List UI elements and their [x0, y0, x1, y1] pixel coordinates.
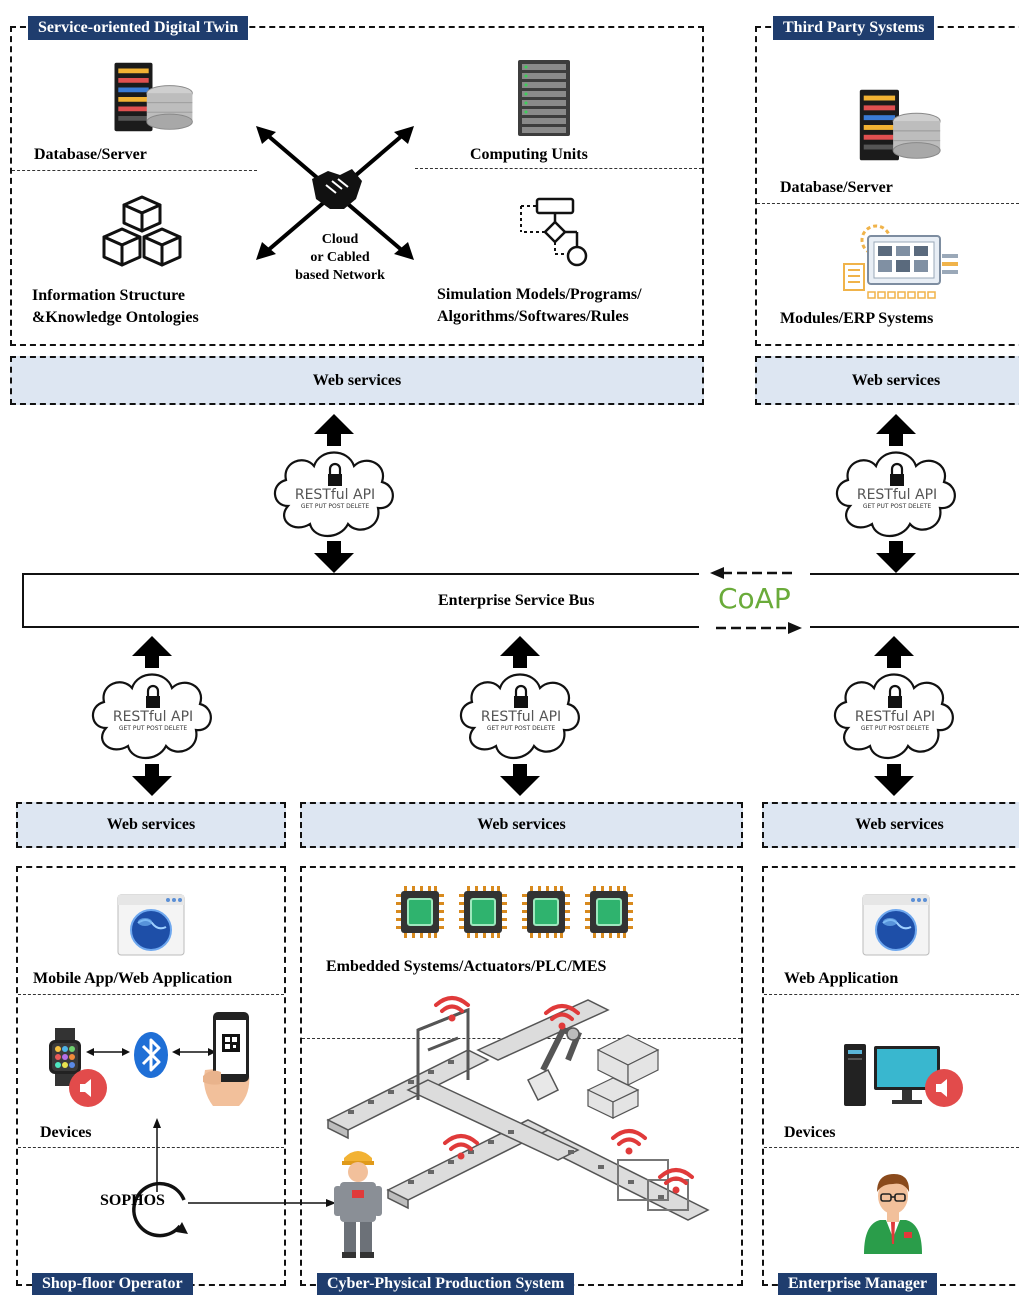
restful-api-label-manager: RESTful API [854, 709, 936, 725]
microchip-icon-1 [390, 882, 450, 942]
network-label-line2: or Cabled [310, 250, 370, 265]
arrow-down-twin [314, 541, 354, 573]
third-party-database-icon [850, 85, 948, 165]
modules-erp-label: Modules/ERP Systems [780, 310, 934, 327]
cpps-web-services: Web services [300, 802, 743, 848]
simulation-label-2: Algorithms/Softwares/Rules [437, 308, 629, 325]
network-label: Cloud or Cabled based Network [280, 231, 400, 285]
erp-modules-icon [843, 224, 958, 299]
manager-divider-1 [764, 994, 1019, 995]
bluetooth-icon [134, 1032, 168, 1078]
operator-app-label: Mobile App/Web Application [33, 970, 233, 987]
operator-worker-icon [334, 1151, 382, 1258]
arrow-up-twin [314, 414, 354, 446]
arrow-down-third [876, 541, 916, 573]
speaker-icon-manager [924, 1068, 964, 1108]
sophos-link-arrows [153, 1118, 336, 1207]
manager-divider-2 [764, 1147, 1019, 1148]
restful-methods-twin: GET PUT POST DELETE [300, 503, 370, 510]
bluetooth-phone-link-arrow [172, 1048, 216, 1056]
microchip-icon-2 [453, 882, 513, 942]
cpps-title: Cyber-Physical Production System [317, 1273, 575, 1295]
computing-units-label: Computing Units [470, 146, 588, 163]
wifi-icon-4 [609, 1128, 649, 1156]
arrow-up-manager [874, 636, 914, 668]
arrow-down-operator [132, 764, 172, 796]
manager-avatar-icon [864, 1174, 922, 1254]
twin-database-label: Database/Server [34, 146, 147, 163]
info-structure-label-2: &Knowledge Ontologies [32, 309, 199, 326]
wifi-icon-1 [432, 995, 472, 1023]
restful-methods-operator: GET PUT POST DELETE [118, 725, 188, 732]
third-party-divider [757, 203, 1019, 204]
watch-bluetooth-link-arrow [86, 1048, 130, 1056]
simulation-label-1: Simulation Models/Programs/ [437, 286, 642, 303]
cubes-icon [102, 195, 182, 267]
flowchart-icon [520, 197, 588, 267]
operator-divider-1 [18, 994, 284, 995]
operator-title: Shop-floor Operator [32, 1273, 193, 1295]
enterprise-service-bus-right [810, 573, 1019, 628]
third-party-web-services: Web services [755, 356, 1019, 405]
speaker-icon-operator [68, 1068, 108, 1108]
restful-api-label-third: RESTful API [856, 487, 938, 503]
twin-divider-right [415, 168, 702, 169]
manager-web-app-globe-icon [861, 893, 931, 957]
database-server-icon [105, 58, 200, 136]
phone-in-hand-icon [203, 1012, 250, 1106]
manager-web-services: Web services [762, 802, 1019, 848]
restful-api-label-cpps: RESTful API [480, 709, 562, 725]
third-party-database-label: Database/Server [780, 179, 893, 196]
info-structure-label-1: Information Structure [32, 287, 186, 304]
arrow-down-cpps [500, 764, 540, 796]
wifi-icon-2 [542, 1003, 582, 1031]
manager-title: Enterprise Manager [778, 1273, 938, 1295]
microchip-icon-3 [516, 882, 576, 942]
coap-label: CoAP [718, 582, 791, 615]
network-label-line1: Cloud [321, 232, 359, 247]
digital-twin-title: Service-oriented Digital Twin [28, 16, 249, 40]
sophos-label: SOPHOS [100, 1192, 165, 1209]
twin-divider-left [12, 170, 257, 171]
digital-twin-panel [10, 26, 704, 346]
network-label-line3: based Network [295, 268, 385, 283]
restful-methods-manager: GET PUT POST DELETE [860, 725, 930, 732]
coap-arrow-left [710, 567, 796, 579]
operator-web-services: Web services [16, 802, 286, 848]
coap-arrow-right [716, 622, 802, 634]
microchip-icon-4 [579, 882, 639, 942]
arrow-up-operator [132, 636, 172, 668]
arrow-down-manager [874, 764, 914, 796]
restful-methods-third: GET PUT POST DELETE [862, 503, 932, 510]
arrow-up-cpps [500, 636, 540, 668]
restful-api-label-twin: RESTful API [294, 487, 376, 503]
enterprise-service-bus [22, 573, 699, 628]
operator-devices-label: Devices [40, 1124, 92, 1141]
web-app-globe-icon [116, 893, 186, 957]
embedded-systems-label: Embedded Systems/Actuators/PLC/MES [326, 958, 607, 975]
operator-divider-2 [18, 1147, 284, 1148]
manager-devices-label: Devices [784, 1124, 836, 1141]
production-line-illustration [326, 999, 710, 1221]
esb-label: Enterprise Service Bus [438, 592, 595, 609]
manager-app-label: Web Application [784, 970, 899, 987]
arrow-up-third [876, 414, 916, 446]
wifi-icon-3 [441, 1133, 481, 1161]
restful-methods-cpps: GET PUT POST DELETE [486, 725, 556, 732]
third-party-title: Third Party Systems [773, 16, 935, 40]
wifi-icon-5 [656, 1167, 696, 1195]
handshake-icon [312, 169, 362, 209]
twin-web-services: Web services [10, 356, 704, 405]
sophos-logo-ring [132, 1181, 188, 1238]
computing-rack-icon [514, 58, 574, 138]
restful-api-label-operator: RESTful API [112, 709, 194, 725]
